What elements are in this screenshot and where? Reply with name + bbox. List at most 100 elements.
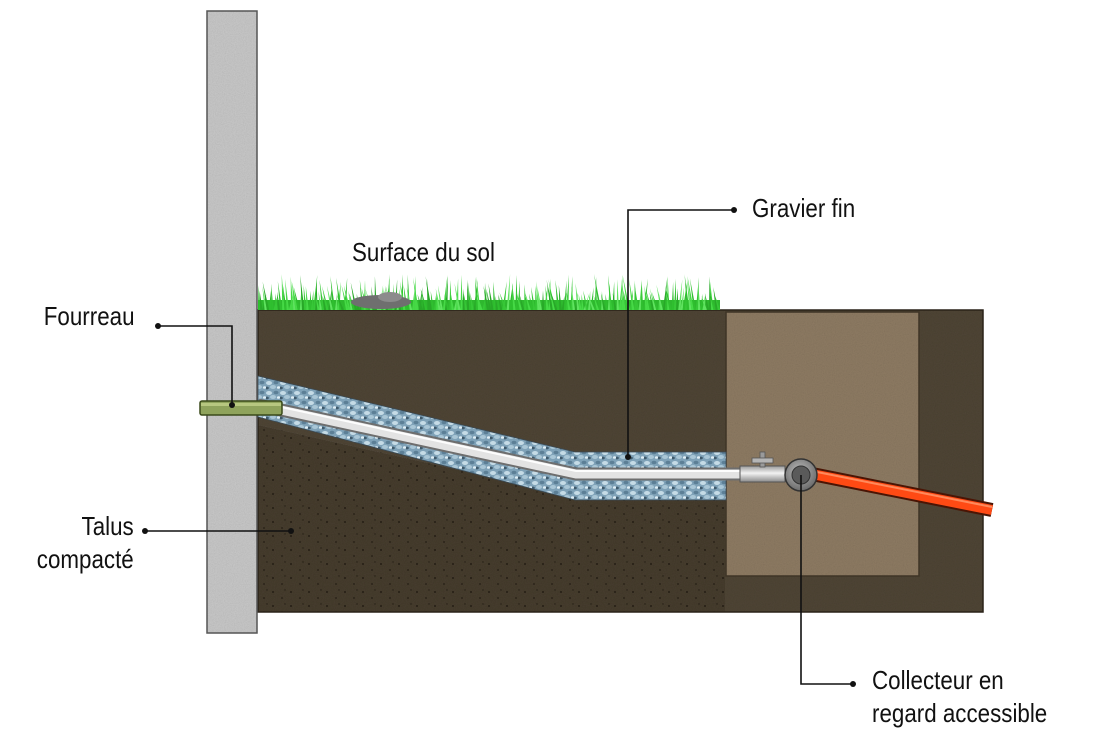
grass-blade <box>709 279 714 310</box>
grass-blade <box>463 293 468 310</box>
grass-blade <box>529 293 534 310</box>
grass-blade <box>546 280 553 310</box>
grass-blade <box>271 283 274 310</box>
grass-blade <box>430 291 435 310</box>
grass-blade <box>594 274 602 310</box>
grass-blade <box>646 292 650 310</box>
grass-blade <box>673 278 677 310</box>
grass-blade <box>442 276 448 310</box>
label-gravier-fin: Gravier fin <box>752 193 856 223</box>
grass-blade <box>700 293 703 310</box>
grass-blade <box>649 292 655 310</box>
grass-blade <box>531 286 536 310</box>
grass-blade <box>715 295 721 310</box>
label-talus-compacte: Talus compacté <box>37 510 134 576</box>
grass-blade <box>336 277 342 310</box>
grass-blade <box>275 293 278 310</box>
grass-blade <box>335 292 338 310</box>
grass-blade <box>318 291 322 310</box>
grass-blade <box>495 296 498 310</box>
grass-blade <box>671 282 674 310</box>
grass-blade <box>640 280 644 310</box>
label-collecteur: Collecteur en regard accessible <box>872 664 1047 730</box>
grass-blade <box>656 284 663 310</box>
grass-blade <box>561 295 565 310</box>
grass-blade <box>313 274 318 310</box>
grass-blade <box>319 279 325 310</box>
grass-blade <box>563 280 567 310</box>
grass-blade <box>269 290 272 310</box>
grass-blade <box>412 290 415 310</box>
label-collecteur-line1: Collecteur en <box>872 665 1004 695</box>
grass-blade <box>704 293 710 310</box>
grass-blade <box>310 290 314 310</box>
label-talus-line2: compacté <box>37 544 134 574</box>
grass-blade <box>608 275 613 310</box>
leader-dots <box>142 207 856 687</box>
grass-blade <box>687 278 692 310</box>
sleeve <box>199 400 283 416</box>
grass-blade <box>379 285 384 310</box>
grass-blade <box>698 285 701 310</box>
grass-blade <box>506 274 511 310</box>
grass-blade <box>550 289 558 310</box>
grass-blade <box>361 288 369 310</box>
grass-blade <box>488 283 494 310</box>
grass-blade <box>406 287 413 310</box>
grass-blade <box>662 277 668 310</box>
grass-blade <box>651 292 659 310</box>
grass-blade <box>343 285 351 310</box>
grass-blade <box>315 295 320 310</box>
grass-blade <box>285 279 289 310</box>
grass-blade <box>555 280 560 310</box>
grass-blade <box>545 285 549 310</box>
grass-blade <box>701 295 707 310</box>
grass-blade <box>713 287 718 310</box>
grass-blade <box>454 283 461 310</box>
grass-blade <box>616 279 619 310</box>
grass-blade <box>605 294 608 310</box>
grass-blade <box>434 293 437 310</box>
drain-pipe <box>256 398 742 481</box>
grass-blade <box>583 290 589 310</box>
grass-blade <box>308 290 311 310</box>
grass-blade <box>525 292 531 310</box>
valve <box>739 451 786 483</box>
grass-blade <box>665 285 668 310</box>
grass-blade <box>444 294 450 310</box>
grass-blade <box>581 294 584 310</box>
grass-blade <box>689 278 696 310</box>
grass-blade <box>678 279 683 310</box>
grass-blade <box>258 285 261 310</box>
grass-blade <box>437 285 443 310</box>
grass-blade <box>680 287 685 310</box>
grass-blade <box>435 288 441 310</box>
grass-blade <box>544 285 548 310</box>
grass-blade <box>413 277 419 310</box>
grass-blade <box>621 278 626 310</box>
grass-blade <box>622 275 630 310</box>
grass-blade <box>600 293 606 310</box>
grass-blade <box>475 290 483 310</box>
grass-blade <box>519 294 525 310</box>
outlet-pipe <box>810 467 994 517</box>
grass-blade <box>684 293 688 310</box>
grass-blade <box>467 279 470 310</box>
grass-blade <box>262 281 270 310</box>
grass-blade <box>277 281 283 310</box>
concrete-wall <box>206 10 258 634</box>
grass-blade <box>293 286 300 310</box>
grass-blade <box>470 292 474 310</box>
grass-blade <box>468 282 472 310</box>
manhole <box>725 311 920 577</box>
grass-blade <box>511 282 516 310</box>
grass-blade <box>695 277 699 310</box>
grass-blade <box>536 281 540 310</box>
label-collecteur-line2: regard accessible <box>872 698 1048 728</box>
grass-blade <box>634 283 639 310</box>
grass-blade <box>322 286 329 310</box>
grass-blade <box>486 289 492 310</box>
grass-blade <box>541 290 545 310</box>
grass-blade <box>303 285 307 310</box>
grass-blade <box>425 276 432 310</box>
